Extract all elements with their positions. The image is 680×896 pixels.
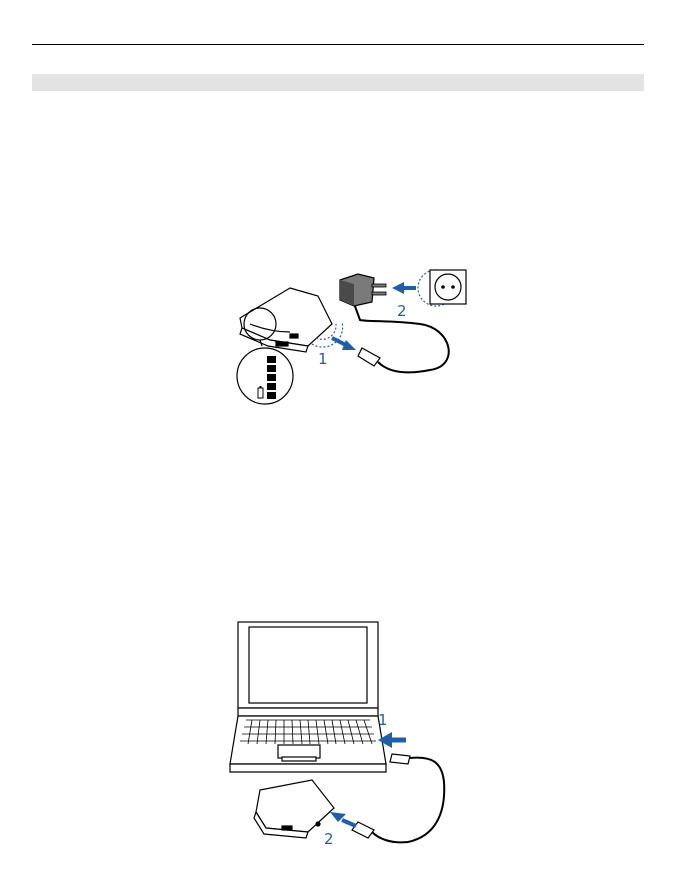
charger-icon — [340, 274, 386, 306]
step-2-label: 2 — [324, 830, 334, 848]
step-1-label: 1 — [318, 350, 328, 368]
arrow-icon — [330, 812, 356, 826]
arrow-icon — [332, 338, 356, 350]
phone-icon — [240, 288, 332, 352]
wall-charging-illustration: 1 2 — [220, 262, 480, 412]
phone-icon — [254, 780, 334, 838]
section-heading-band — [32, 74, 644, 91]
header-rule — [32, 44, 644, 45]
battery-bars-icon — [237, 348, 293, 404]
step-1-label: 1 — [378, 711, 388, 729]
arrow-icon — [392, 282, 416, 294]
wall-socket-icon — [418, 270, 466, 306]
step-2-label: 2 — [397, 302, 407, 320]
laptop-icon — [230, 622, 386, 772]
usb-charging-illustration: 1 2 — [222, 612, 454, 850]
